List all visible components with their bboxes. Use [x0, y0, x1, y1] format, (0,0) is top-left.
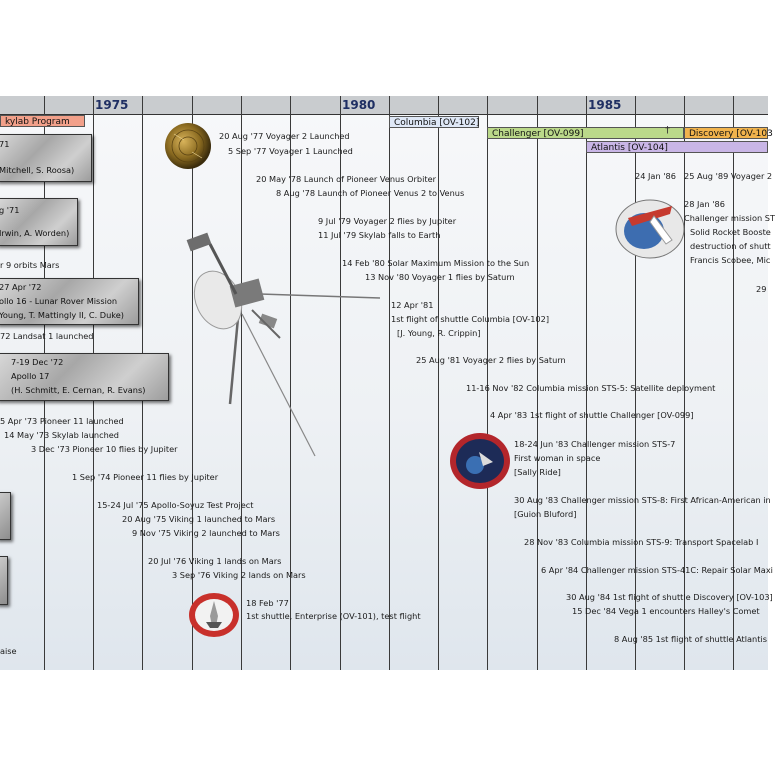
challenger-bar: Challenger [OV-099] — [487, 127, 684, 139]
year-gridline — [192, 96, 193, 670]
timeline-event: 28 Nov '83 Columbia mission STS-9: Trans… — [524, 537, 759, 547]
skylab-program-bar: kylab Program — [0, 115, 85, 127]
timeline-event: 29 — [756, 284, 767, 294]
apollo-box-line: 7-19 Dec '72 — [11, 357, 64, 367]
timeline-event: 15 Dec '84 Vega 1 encounters Halley's Co… — [572, 606, 760, 616]
apollo-box-line: (H. Schmitt, E. Cernan, R. Evans) — [11, 385, 146, 395]
timeline-event: Francis Scobee, Mic — [690, 255, 771, 265]
year-label: 1975 — [95, 98, 129, 112]
timeline-event: 14 Feb '80 Solar Maximum Mission to the … — [342, 258, 530, 268]
timeline-event: 14 May '73 Skylab launched — [4, 430, 120, 440]
timeline-event: 25 Aug '81 Voyager 2 flies by Saturn — [416, 355, 566, 365]
timeline-event: Challenger mission ST — [684, 213, 775, 223]
enterprise-mission-patch-icon — [189, 593, 239, 637]
apollo-box-line: ollo 16 - Lunar Rover Mission — [0, 296, 118, 306]
golden-record-icon — [165, 123, 211, 169]
timeline-event: 20 Jul '76 Viking 1 lands on Mars — [148, 556, 282, 566]
year-gridline — [438, 96, 439, 670]
timeline-event: [J. Young, R. Crippin] — [397, 328, 481, 338]
timeline-event: 12 Apr '81 — [391, 300, 434, 310]
apollo-box: 71 Mitchell, S. Roosa) — [0, 134, 92, 182]
timeline-event: 9 Jul '79 Voyager 2 flies by Jupiter — [318, 216, 457, 226]
timeline-event: 8 Aug '78 Launch of Pioneer Venus 2 to V… — [276, 188, 465, 198]
timeline-event: 1st flight of shuttle Columbia [OV-102] — [391, 314, 550, 324]
apollo-box-line: 71 — [0, 139, 10, 149]
year-gridline — [537, 96, 538, 670]
apollo-box-line: Young, T. Mattingly II, C. Duke) — [0, 310, 124, 320]
timeline-event: 1st shuttle, Enterprise (OV-101), test f… — [246, 611, 421, 621]
timeline-event: [Guion Bluford] — [514, 509, 577, 519]
year-gridline — [389, 96, 390, 670]
year-gridline — [586, 96, 587, 670]
dagger-icon: † — [665, 125, 670, 136]
timeline-event: 3 Sep '76 Viking 2 lands on Mars — [172, 570, 306, 580]
discovery-bar: Discovery [OV-103 — [684, 127, 773, 139]
timeline-event: [Sally Ride] — [514, 467, 561, 477]
timeline-event: 30 Aug '83 Challenger mission STS-8: Fir… — [514, 495, 771, 505]
columbia-bar: Columbia [OV-102] — [389, 116, 479, 128]
timeline-event: 20 Aug '75 Viking 1 launched to Mars — [122, 514, 276, 524]
year-gridline — [290, 96, 291, 670]
voyager-spacecraft-icon — [186, 232, 381, 457]
sts51l-mission-patch-icon — [615, 199, 685, 259]
timeline-event: 18-24 Jun '83 Challenger mission STS-7 — [514, 439, 676, 449]
timeline-event: 8 Aug '85 1st flight of shuttle Atlantis — [614, 634, 767, 644]
apollo-box: 7-19 Dec '72 Apollo 17 (H. Schmitt, E. C… — [0, 353, 169, 401]
apollo-box-line: Apollo 17 — [11, 371, 50, 381]
apollo-box: 27 Apr '72 ollo 16 - Lunar Rover Mission… — [0, 278, 139, 325]
timeline-event: r 9 orbits Mars — [0, 260, 60, 270]
apollo-box: g '71 Irwin, A. Worden) — [0, 198, 78, 246]
timeline-event: 5 Apr '73 Pioneer 11 launched — [0, 416, 124, 426]
apollo-box-line: Mitchell, S. Roosa) — [0, 165, 75, 175]
timeline-event: 11 Jul '79 Skylab falls to Earth — [318, 230, 441, 240]
timeline-event: destruction of shutt — [690, 241, 771, 251]
timeline-event: 28 Jan '86 — [684, 199, 725, 209]
timeline-event: 72 Landsat 1 launched — [0, 331, 94, 341]
timeline-event: 9 Nov '75 Viking 2 launched to Mars — [132, 528, 280, 538]
sts7-mission-patch-icon — [450, 433, 510, 489]
timeline-event: 20 May '78 Launch of Pioneer Venus Orbit… — [256, 174, 436, 184]
timeline-event: 15-24 Jul '75 Apollo-Soyuz Test Project — [97, 500, 254, 510]
timeline-event: 20 Aug '77 Voyager 2 Launched — [219, 131, 350, 141]
timeline-event: 6 Apr '84 Challenger mission STS-41C: Re… — [541, 565, 773, 575]
year-label: 1985 — [588, 98, 622, 112]
timeline-event: 1 Sep '74 Pioneer 11 flies by Jupiter — [72, 472, 219, 482]
apollo-box-line: Irwin, A. Worden) — [0, 228, 70, 238]
apollo-box-line: 27 Apr '72 — [0, 282, 42, 292]
timeline-event: 11-16 Nov '82 Columbia mission STS-5: Sa… — [466, 383, 716, 393]
timeline-event: 24 Jan '86 — [635, 171, 676, 181]
timeline-event: 4 Apr '83 1st flight of shuttle Challeng… — [490, 410, 694, 420]
year-gridline — [340, 96, 341, 670]
timeline-event: 30 Aug '84 1st flight of shuttle Discove… — [566, 592, 773, 602]
timeline-event: 3 Dec '73 Pioneer 10 flies by Jupiter — [31, 444, 178, 454]
atlantis-bar: Atlantis [OV-104] — [586, 141, 768, 153]
apollo-box-line: g '71 — [0, 205, 20, 215]
apollo-box-edge — [0, 492, 11, 540]
apollo-box-edge — [0, 556, 8, 605]
year-label: 1980 — [342, 98, 376, 112]
timeline-event: 25 Aug '89 Voyager 2 — [684, 171, 773, 181]
timeline-event: 5 Sep '77 Voyager 1 Launched — [228, 146, 353, 156]
year-gridline — [635, 96, 636, 670]
timeline-poster: 1975 1980 1985 kylab Program Columbia [O… — [0, 96, 775, 670]
year-gridline — [241, 96, 242, 670]
year-gridline — [487, 96, 488, 670]
timeline-event: 13 Nov '80 Voyager 1 flies by Saturn — [365, 272, 515, 282]
year-gridline — [684, 96, 685, 670]
timeline-event: aise — [0, 646, 17, 656]
timeline-event: 18 Feb '77 — [246, 598, 289, 608]
timeline-event: First woman in space — [514, 453, 601, 463]
year-gridline — [733, 96, 734, 670]
timeline-event: Solid Rocket Booste — [690, 227, 771, 237]
